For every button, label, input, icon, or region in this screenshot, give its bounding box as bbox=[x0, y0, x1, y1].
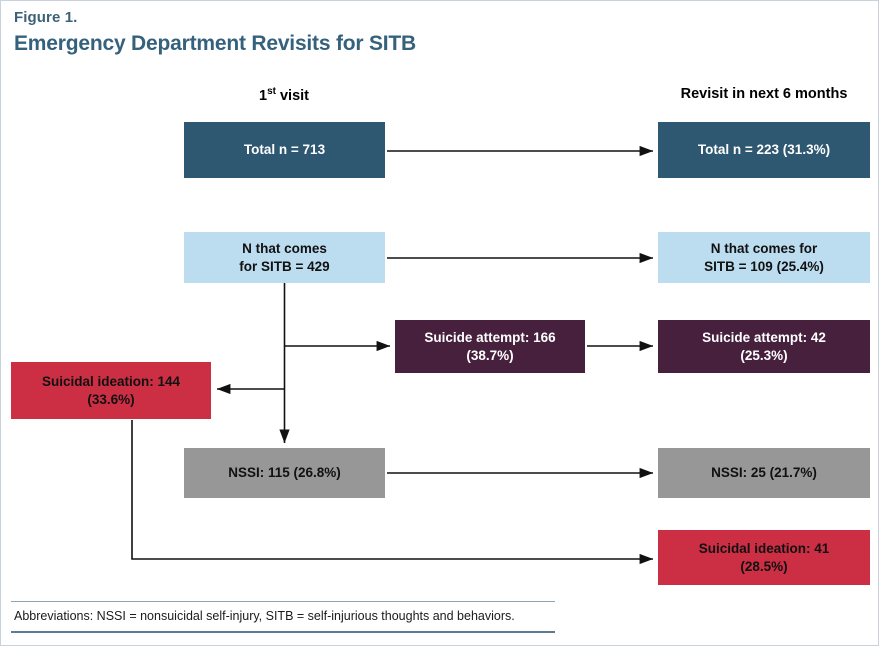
node-revisit-suicidal-ideation-text: Suicidal ideation: 41 (28.5%) bbox=[699, 540, 830, 576]
node-first-visit-nssi[interactable]: NSSI: 115 (26.8%) bbox=[184, 448, 385, 498]
node-first-visit-suicidal-ideation-line2: (33.6%) bbox=[87, 391, 135, 407]
node-revisit-suicide-attempt-line2: (25.3%) bbox=[740, 347, 788, 363]
column-heading-first-visit-suffix: visit bbox=[275, 87, 310, 104]
node-first-visit-suicide-attempt-line2: (38.7%) bbox=[466, 347, 514, 363]
node-revisit-suicidal-ideation[interactable]: Suicidal ideation: 41 (28.5%) bbox=[658, 530, 870, 585]
node-first-visit-suicidal-ideation-text: Suicidal ideation: 144 (33.6%) bbox=[42, 373, 180, 409]
node-first-visit-suicide-attempt-text: Suicide attempt: 166 (38.7%) bbox=[424, 329, 555, 365]
column-heading-first-visit: 1st visit bbox=[184, 86, 384, 104]
figure-label: Figure 1. bbox=[14, 9, 78, 26]
node-first-visit-suicide-attempt[interactable]: Suicide attempt: 166 (38.7%) bbox=[395, 320, 585, 373]
node-revisit-suicide-attempt-line1: Suicide attempt: 42 bbox=[702, 329, 826, 345]
node-first-visit-suicidal-ideation-line1: Suicidal ideation: 144 bbox=[41, 373, 181, 389]
node-revisit-suicidal-ideation-line1: Suicidal ideation: 41 bbox=[698, 540, 830, 556]
node-revisit-suicide-attempt-text: Suicide attempt: 42 (25.3%) bbox=[702, 329, 826, 365]
node-first-visit-total[interactable]: Total n = 713 bbox=[184, 122, 385, 178]
node-revisit-sitb-line1: N that comes for bbox=[710, 240, 818, 256]
node-first-visit-sitb[interactable]: N that comes for SITB = 429 bbox=[184, 232, 385, 283]
node-revisit-nssi[interactable]: NSSI: 25 (21.7%) bbox=[658, 448, 870, 498]
node-first-visit-suicide-attempt-line1: Suicide attempt: 166 bbox=[424, 329, 556, 345]
node-revisit-total[interactable]: Total n = 223 (31.3%) bbox=[658, 122, 870, 178]
column-heading-first-visit-sup: st bbox=[267, 86, 276, 97]
column-heading-first-visit-prefix: 1 bbox=[258, 87, 268, 104]
node-first-visit-total-label: Total n = 713 bbox=[243, 142, 326, 158]
node-first-visit-sitb-line1: N that comes bbox=[242, 240, 327, 256]
node-revisit-suicidal-ideation-line2: (28.5%) bbox=[740, 558, 788, 574]
node-first-visit-suicidal-ideation[interactable]: Suicidal ideation: 144 (33.6%) bbox=[11, 362, 211, 419]
footnote-abbreviations: Abbreviations: NSSI = nonsuicidal self-i… bbox=[14, 609, 515, 623]
node-first-visit-sitb-line2: for SITB = 429 bbox=[239, 258, 330, 274]
footnote-divider-top bbox=[11, 601, 555, 602]
figure-title: Emergency Department Revisits for SITB bbox=[14, 32, 417, 55]
node-revisit-sitb-line2: SITB = 109 (25.4%) bbox=[704, 258, 824, 274]
column-heading-revisit: Revisit in next 6 months bbox=[680, 86, 848, 102]
node-revisit-nssi-label: NSSI: 25 (21.7%) bbox=[711, 465, 817, 481]
footnote-divider-bottom bbox=[11, 631, 555, 633]
node-revisit-total-label: Total n = 223 (31.3%) bbox=[697, 142, 831, 158]
node-revisit-suicide-attempt[interactable]: Suicide attempt: 42 (25.3%) bbox=[658, 320, 870, 373]
node-first-visit-sitb-text: N that comes for SITB = 429 bbox=[239, 240, 329, 276]
node-first-visit-nssi-label: NSSI: 115 (26.8%) bbox=[228, 465, 341, 481]
